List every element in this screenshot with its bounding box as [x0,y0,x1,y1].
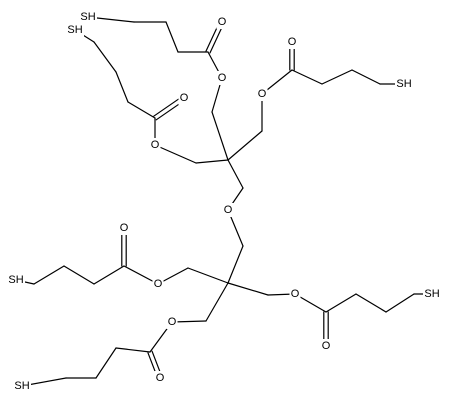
atom-label-backdrop [222,203,234,217]
atom-label-backdrop [152,277,164,291]
oxygen-atom-label: O [291,288,300,300]
oxygen-atom-label: O [168,316,177,328]
atom-label-backdrop [13,379,31,393]
oxygen-atom-label: O [218,72,227,84]
single-bond [227,282,269,296]
atom-label-backdrop [216,15,228,29]
atom-label-backdrop [66,23,84,37]
single-bond [123,265,159,285]
atom-label-backdrop [320,339,332,353]
single-bond [115,71,129,103]
single-bond [95,347,117,379]
thiol-group-label: SH [14,380,29,392]
single-bond [93,265,125,285]
single-bond [385,293,415,313]
atom-label-backdrop [423,287,441,301]
single-bond [171,320,207,323]
thiol-group-label: SH [8,274,23,286]
thiol-group-label: SH [80,11,95,23]
atom-label-backdrop [79,10,97,24]
atom-label-backdrop [7,273,25,287]
atom-label-backdrop [286,35,298,49]
oxygen-atom-label: O [120,222,129,234]
single-bond [93,41,117,73]
single-bond [355,293,387,313]
single-bond [187,267,229,284]
single-bond [227,245,244,284]
atom-label-backdrop [216,71,228,85]
oxygen-atom-label: O [224,204,233,216]
atom-label-backdrop [178,91,190,105]
atom-label-backdrop [395,77,413,91]
atom-label-backdrop [166,315,178,329]
oxygen-atom-label: O [151,139,160,151]
single-bond [321,69,353,85]
single-bond [227,159,244,189]
atom-label-backdrop [149,138,161,152]
single-bond [33,265,65,285]
single-bond [195,159,229,164]
single-bond [127,101,156,119]
oxygen-atom-label: O [154,278,163,290]
oxygen-atom-label: O [218,16,227,28]
single-bond [63,265,95,285]
thiol-group-label: SH [424,288,439,300]
atom-label-backdrop [289,287,301,301]
oxygen-atom-label: O [180,92,189,104]
single-bond [211,111,229,161]
single-bond [227,130,263,161]
oxygen-atom-label: O [322,340,331,352]
single-bond [154,144,197,164]
single-bond [205,282,229,322]
atom-label-backdrop [256,87,268,101]
oxygen-atom-label: O [258,88,267,100]
single-bond [291,69,323,85]
oxygen-atom-label: O [156,372,165,384]
single-bond [325,293,357,313]
double-bond-line [153,95,184,117]
thiol-group-label: SH [67,24,82,36]
thiol-group-label: SH [396,78,411,90]
oxygen-atom-label: O [288,36,297,48]
single-bond [165,21,179,53]
atom-label-backdrop [118,221,130,235]
atom-label-backdrop [154,371,166,385]
single-bond [115,347,151,353]
single-bond [351,69,381,85]
